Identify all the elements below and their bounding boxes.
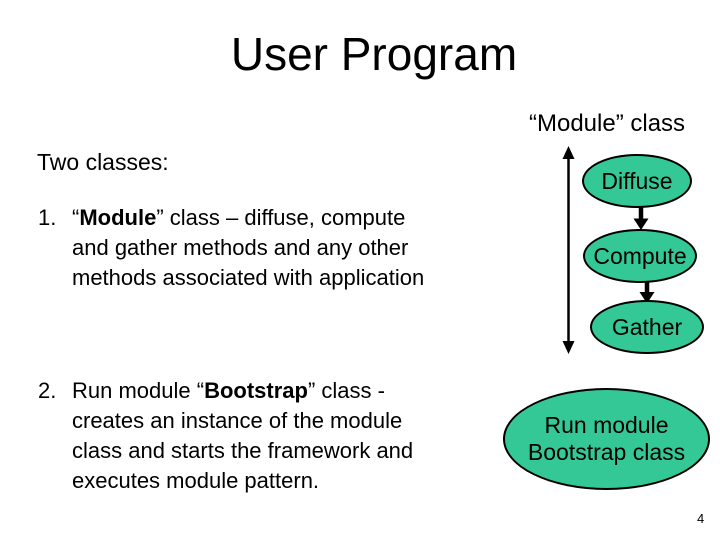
node-gather: Gather bbox=[590, 300, 704, 354]
page-number: 4 bbox=[697, 511, 705, 526]
list-item-2-text: Run module “Bootstrap” class -creates an… bbox=[72, 378, 414, 493]
double-vertical-arrow-icon bbox=[562, 146, 575, 354]
list-item-2-number: 2. bbox=[38, 378, 57, 403]
list-item-1-number: 1. bbox=[38, 205, 57, 230]
diffuse-to-compute-arrow-icon bbox=[633, 205, 649, 230]
node-gather-label: Gather bbox=[611, 314, 683, 340]
module-class-label: “Module” class bbox=[529, 110, 686, 137]
list-item-2: 2. Run module “Bootstrap” class -creates… bbox=[38, 376, 476, 496]
node-compute: Compute bbox=[583, 229, 697, 283]
node-diffuse: Diffuse bbox=[582, 154, 692, 208]
node-compute-label: Compute bbox=[593, 243, 687, 269]
slide-title: User Program bbox=[230, 28, 518, 80]
intro-text: Two classes: bbox=[37, 149, 169, 175]
node-diffuse-label: Diffuse bbox=[601, 168, 673, 194]
